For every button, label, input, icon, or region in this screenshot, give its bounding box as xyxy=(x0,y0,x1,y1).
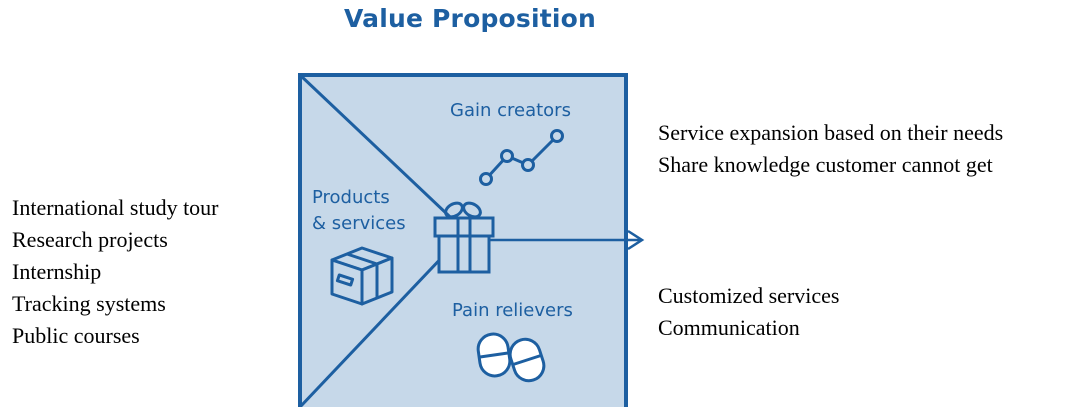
gain-creators-label: Gain creators xyxy=(450,100,571,121)
chart-line-icon xyxy=(479,129,564,186)
list-item: International study tour xyxy=(12,195,219,220)
pain-relievers-list: Customized services Communication xyxy=(658,280,839,344)
products-services-label-line2: & services xyxy=(312,213,406,234)
list-item: Tracking systems xyxy=(12,291,166,316)
list-item: Share knowledge customer cannot get xyxy=(658,152,993,177)
list-item: Research projects xyxy=(12,227,168,252)
list-item: Internship xyxy=(12,259,102,284)
gain-creators-list: Service expansion based on their needs S… xyxy=(658,117,1003,181)
list-item: Public courses xyxy=(12,323,140,348)
gift-icon xyxy=(433,201,495,274)
products-services-label-line1: Products xyxy=(312,187,390,208)
box-icon xyxy=(330,246,394,306)
divider-line-top xyxy=(298,73,468,234)
list-item: Service expansion based on their needs xyxy=(658,120,1004,145)
page-title: Value Proposition xyxy=(343,4,597,33)
pain-relievers-label: Pain relievers xyxy=(452,300,573,321)
pills-icon xyxy=(476,332,546,383)
list-item: Customized services xyxy=(658,283,840,308)
list-item: Communication xyxy=(658,315,800,340)
arrow-right-icon xyxy=(466,229,645,251)
products-services-list: International study tour Research projec… xyxy=(12,192,219,352)
